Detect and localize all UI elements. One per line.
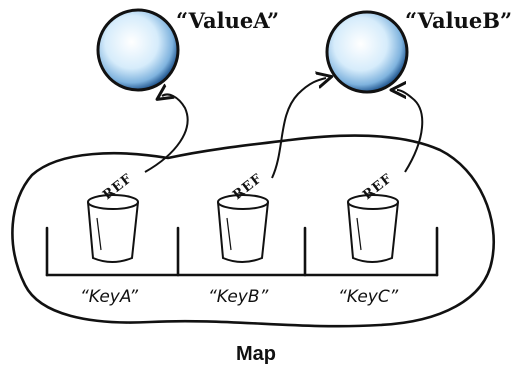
map-boundary xyxy=(11,134,496,328)
value-a-label: “ValueA” xyxy=(176,8,279,33)
ref-cup-a xyxy=(87,194,139,263)
ref-arrow-a xyxy=(144,95,189,173)
ref-cup-b xyxy=(217,194,269,263)
value-object-b: “ValueB” xyxy=(325,8,512,94)
key-c-label: “KeyC” xyxy=(338,287,398,307)
ref-arrow-c xyxy=(397,90,424,173)
map-caption: Map xyxy=(236,343,276,365)
key-b-label: “KeyB” xyxy=(208,287,269,307)
value-b-label: “ValueB” xyxy=(405,8,512,33)
value-object-a: “ValueA” xyxy=(96,8,279,92)
ref-arrow-b xyxy=(271,78,326,179)
ref-cup-c xyxy=(347,194,399,263)
bucket-row xyxy=(45,226,439,277)
key-a-label: “KeyA” xyxy=(80,287,138,307)
